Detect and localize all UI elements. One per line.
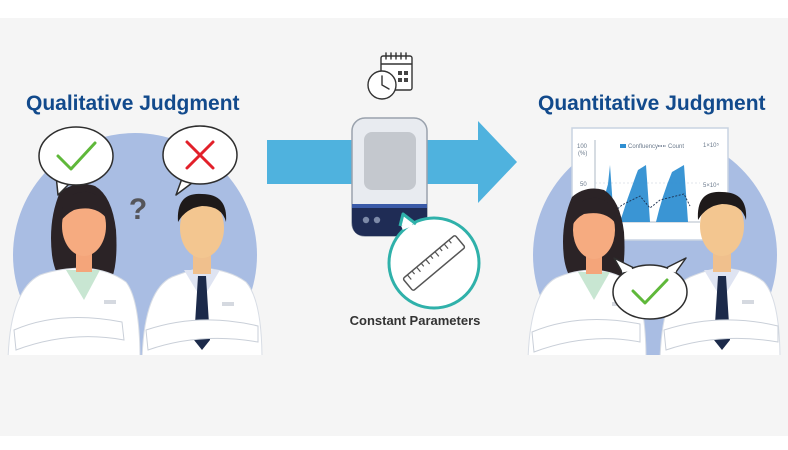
legend-swatch-confluency <box>620 144 626 148</box>
legend-label-count: Count <box>668 144 684 150</box>
y-right-tick-top: 1×10⁵ <box>703 142 720 149</box>
y-left-tick-top-num: 100 <box>577 144 588 150</box>
woman-scientist-figure <box>7 184 141 355</box>
clock-icon <box>367 70 397 100</box>
qualitative-judgment-title: Qualitative Judgment <box>26 92 240 115</box>
check-icon <box>631 278 669 305</box>
quantitative-judgment-title: Quantitative Judgment <box>538 92 766 115</box>
legend-label-confluency: Confluency <box>628 144 658 150</box>
y-left-tick-top-unit: (%) <box>578 151 587 157</box>
ruler-icon <box>402 235 466 291</box>
chart-legend: Confluency Count <box>620 144 684 150</box>
speech-bubble-agree <box>612 257 688 320</box>
speech-bubble-check <box>38 126 114 196</box>
constant-parameters-caption: Constant Parameters <box>349 313 481 328</box>
speech-bubble-cross <box>162 125 238 196</box>
check-icon <box>56 141 97 171</box>
imaging-device <box>351 117 428 237</box>
man-scientist-figure <box>141 193 263 355</box>
question-mark: ? <box>129 193 147 226</box>
y-right-tick-mid: 5×10⁴ <box>703 182 720 189</box>
man-scientist-figure-right <box>659 191 781 355</box>
cross-icon <box>185 140 215 170</box>
y-left-tick-mid: 50 <box>580 182 587 188</box>
confluency-area <box>597 165 688 222</box>
right-panel: 100 (%) 50 1×10⁵ 5×10⁴ Confluency Count <box>527 127 781 355</box>
ruler-callout <box>387 212 481 310</box>
left-panel: ? <box>7 125 263 355</box>
